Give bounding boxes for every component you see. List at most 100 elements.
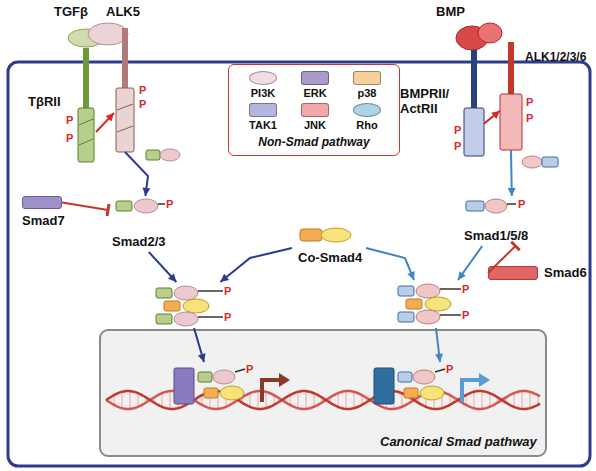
smad-shape	[134, 199, 158, 213]
gene-arrow	[262, 380, 280, 402]
legend-text: p38	[343, 87, 391, 99]
phospho-tick	[198, 290, 223, 292]
smad-shape	[416, 284, 440, 298]
phospho-label: P	[526, 96, 533, 108]
arrow-head	[458, 271, 466, 280]
connector-line	[194, 328, 204, 362]
dna-rung	[522, 391, 523, 409]
phospho-label: P	[462, 309, 469, 321]
legend-text: ERK	[291, 87, 339, 99]
legend-swatch	[249, 103, 277, 117]
phospho-label: P	[224, 285, 231, 297]
transcription-factor	[374, 368, 394, 404]
smad-shape	[198, 372, 212, 382]
node-label: Co-Smad4	[298, 250, 362, 265]
nuclear-complex: P	[168, 362, 288, 412]
smad-shape	[466, 201, 484, 211]
phospho-label: P	[139, 98, 146, 110]
smad-shape	[413, 370, 435, 384]
smad-shape	[485, 199, 507, 213]
phospho-label: P	[66, 132, 73, 144]
node-label: ALK1/2/3/6	[525, 50, 586, 65]
dna-rung	[482, 391, 483, 409]
dna-rung	[314, 393, 315, 407]
smad-shape	[160, 149, 180, 161]
node-label: ALK5	[106, 4, 140, 19]
smad-shape	[116, 201, 132, 211]
phospho-label: P	[139, 84, 146, 96]
connector-line	[458, 246, 482, 280]
arrow-head	[407, 271, 414, 280]
node-label: Smad2/3	[112, 234, 165, 249]
dna-rung	[530, 392, 531, 408]
receptor-stalk	[83, 48, 89, 110]
smad-complex: PP	[150, 282, 238, 328]
smad-complex: PP	[392, 280, 480, 328]
dna-rung	[258, 391, 259, 409]
cell-membrane	[8, 62, 590, 466]
legend-swatch	[301, 103, 329, 117]
ligand: TGFβ	[66, 22, 128, 50]
phospho-tick	[440, 288, 461, 290]
smad-shape	[542, 157, 558, 167]
dna-rung	[250, 393, 251, 407]
dna-rung	[138, 393, 139, 407]
smad-node: Co-Smad4	[292, 226, 366, 270]
node-label: BMPRII/ ActRII	[400, 86, 458, 116]
signal-arrow	[435, 328, 443, 362]
receptor: BMPRII/ ActRIIPP	[464, 48, 484, 156]
signal-arrow	[458, 246, 482, 280]
dna-rung	[122, 392, 123, 408]
receptor-body	[116, 88, 134, 152]
connector-line	[220, 248, 292, 282]
smad-shape	[220, 386, 244, 400]
smad-shape	[416, 310, 440, 324]
dna-strand	[106, 391, 540, 409]
gene-arrow-head	[479, 373, 490, 387]
dna-rung	[266, 392, 267, 408]
legend-title: Non-Smad pathway	[229, 135, 399, 149]
inhibition-line	[488, 242, 520, 273]
dna-rung	[130, 391, 131, 409]
receptor-stalk	[122, 28, 128, 90]
node-label: TβRII	[28, 94, 61, 109]
connector-line	[488, 246, 516, 273]
dna-helix	[106, 391, 540, 409]
phospho-tick	[435, 369, 445, 372]
phospho-label: P	[526, 112, 533, 124]
arrow-head	[168, 273, 176, 282]
arrow-head	[106, 113, 114, 122]
inhibitor-bar: Smad7	[22, 196, 62, 209]
legend-swatch	[301, 71, 329, 85]
legend-entry: p38	[343, 71, 391, 99]
dna-rung	[346, 391, 347, 409]
connector-line	[62, 203, 108, 211]
receptor-stalk	[508, 42, 514, 96]
dna-rung	[402, 393, 403, 407]
smad-shape	[404, 388, 418, 398]
receptor-stripe	[79, 119, 93, 125]
phospho-tick	[235, 369, 245, 372]
smad-shape	[398, 372, 412, 382]
dna-rung	[170, 391, 171, 409]
connector-line	[96, 113, 114, 132]
connector-line	[510, 150, 513, 196]
receptor: ALK5PP	[114, 22, 136, 152]
phospho-label: P	[66, 114, 73, 126]
gene-arrow-head	[279, 373, 290, 387]
phospho-label: P	[454, 140, 461, 152]
smad-shape	[164, 301, 180, 311]
gene-arrow	[462, 380, 480, 402]
phospho-label: P	[224, 311, 231, 323]
phospho-tick	[440, 314, 461, 316]
smad-shape	[420, 386, 444, 400]
signal-arrow	[96, 113, 114, 132]
legend-box: PI3KERKp38TAK1JNKRhoNon-Smad pathway	[228, 64, 400, 156]
ligand-shape	[478, 23, 502, 43]
inhibition-line	[62, 203, 109, 216]
signal-arrow	[149, 252, 177, 282]
legend-swatch	[249, 71, 277, 85]
node-label: Smad1/5/8	[464, 228, 528, 243]
receptor: TβRIIPP	[76, 42, 96, 162]
smad-node: Smad1/5/8P	[460, 196, 534, 246]
